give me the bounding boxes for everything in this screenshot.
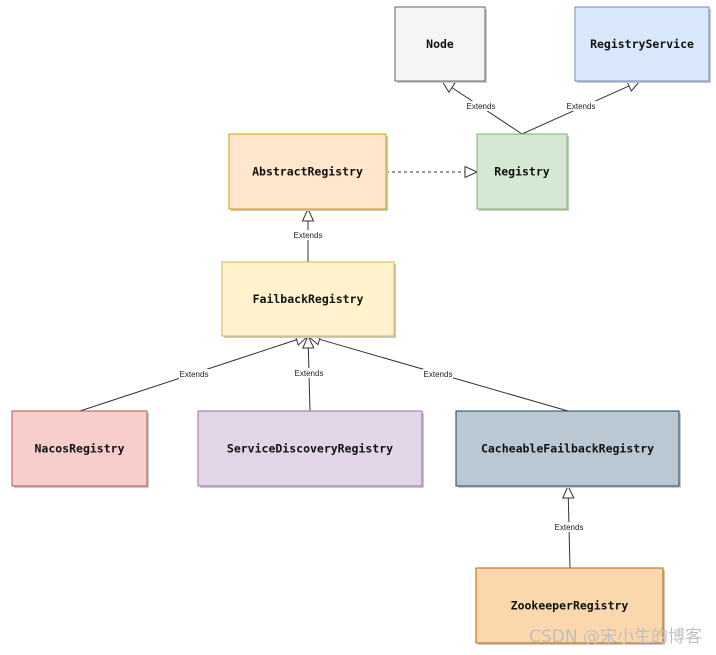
node-box: Node — [394, 6, 487, 83]
service-discovery-registry-box: ServiceDiscoveryRegistry — [197, 410, 424, 488]
cacheable-to-failback-edge: Extends — [306, 333, 569, 412]
nacos-registry-rect — [11, 410, 148, 487]
nacos-to-failback-label-bg — [179, 369, 209, 379]
registry-service-label: RegistryService — [590, 37, 694, 51]
registry-rect — [476, 133, 568, 210]
abstract-registry-label: AbstractRegistry — [252, 165, 363, 179]
service-discovery-to-failback-label: Extends — [295, 369, 324, 378]
registry-to-registry-service-label: Extends — [567, 102, 596, 111]
zookeeper-to-cacheable-arrowhead — [562, 484, 575, 499]
zookeeper-to-cacheable-label: Extends — [555, 523, 584, 532]
registry-to-node-edge: Extends — [440, 80, 523, 135]
nacos-registry-box: NacosRegistry — [11, 410, 149, 488]
registry-service-box: RegistryService — [574, 6, 711, 83]
registry-service-rect — [574, 6, 710, 82]
cacheable-failback-registry-rect — [455, 410, 680, 487]
registry-label: Registry — [494, 165, 549, 179]
failback-to-abstract-edge: Extends — [293, 207, 323, 262]
service-discovery-to-failback-arrowhead — [302, 334, 315, 349]
nacos-to-failback-edge: Extends — [79, 333, 310, 412]
zookeeper-to-cacheable-edge: Extends — [554, 484, 584, 569]
failback-registry-box: FailbackRegistry — [221, 261, 396, 338]
abstract-registry-box: AbstractRegistry — [228, 133, 388, 211]
failback-to-abstract-label: Extends — [294, 231, 323, 240]
node-rect — [394, 6, 486, 82]
registry-to-registry-service-edge: Extends — [521, 80, 642, 135]
service-discovery-to-failback-edge: Extends — [294, 334, 324, 412]
service-discovery-to-failback-label-bg — [294, 368, 324, 378]
zookeeper-registry-box: ZookeeperRegistry — [475, 567, 665, 645]
abstract-registry-to-registry-edge — [386, 165, 479, 179]
cacheable-to-failback-label-bg — [423, 369, 453, 379]
cacheable-failback-registry-label: CacheableFailbackRegistry — [481, 442, 654, 456]
failback-registry-label: FailbackRegistry — [253, 292, 364, 306]
registry-to-node-label-bg — [466, 101, 496, 111]
abstract-registry-to-registry-arrowhead — [464, 165, 479, 179]
zookeeper-to-cacheable-line — [567, 497, 571, 569]
registry-box: Registry — [476, 133, 569, 211]
service-discovery-to-failback-line — [307, 347, 311, 412]
registry-to-registry-service-label-bg — [566, 101, 596, 111]
failback-registry-rect — [221, 261, 395, 337]
cacheable-failback-registry-box: CacheableFailbackRegistry — [455, 410, 681, 488]
node-label: Node — [426, 37, 454, 51]
service-discovery-registry-rect — [197, 410, 423, 487]
nacos-to-failback-label: Extends — [180, 370, 209, 379]
zookeeper-registry-label: ZookeeperRegistry — [511, 599, 629, 613]
abstract-registry-rect — [228, 133, 387, 210]
nacos-registry-label: NacosRegistry — [34, 442, 124, 456]
failback-to-abstract-label-bg — [293, 230, 323, 240]
failback-to-abstract-arrowhead — [301, 207, 315, 222]
registry-to-node-label: Extends — [467, 102, 496, 111]
zookeeper-registry-rect — [475, 567, 664, 644]
zookeeper-to-cacheable-label-bg — [554, 522, 584, 532]
cacheable-to-failback-label: Extends — [424, 370, 453, 379]
service-discovery-registry-label: ServiceDiscoveryRegistry — [227, 442, 393, 456]
